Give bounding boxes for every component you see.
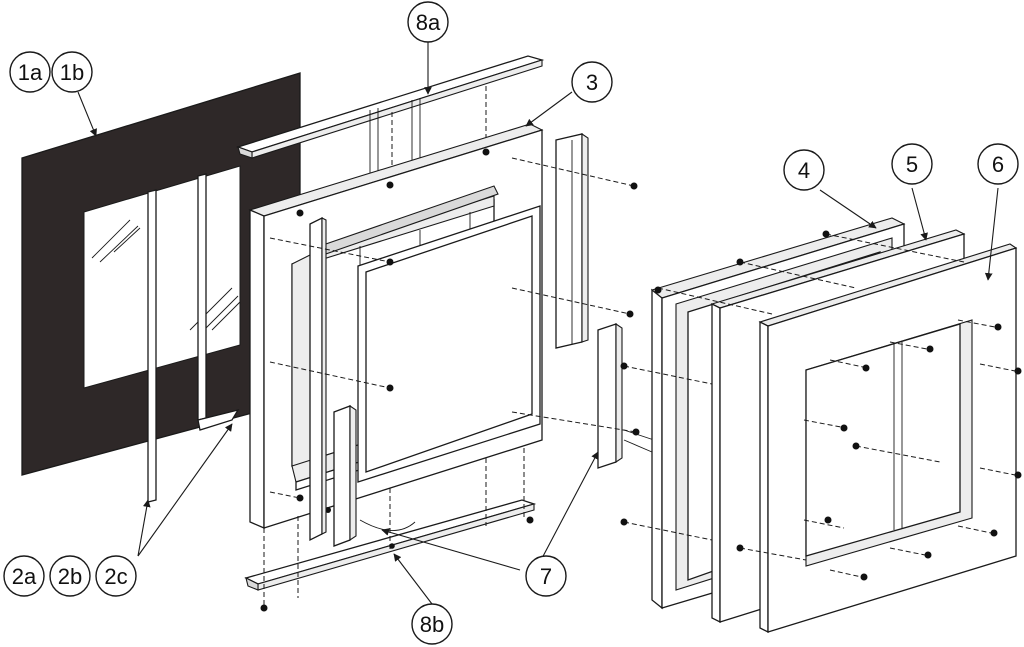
label-2c: 2c <box>95 555 137 597</box>
front-cover-part-6 <box>758 243 1018 634</box>
fasteners <box>269 157 1022 581</box>
label-1b-text: 1b <box>60 60 84 85</box>
main-frame-part-3 <box>248 123 544 529</box>
label-7-text: 7 <box>540 564 552 589</box>
label-5-text: 5 <box>906 152 918 177</box>
vertical-brackets-part-7 <box>309 132 655 547</box>
label-6: 6 <box>977 143 1019 185</box>
label-1a: 1a <box>9 51 51 93</box>
label-2c-text: 2c <box>104 564 127 589</box>
seal-profiles-part-2 <box>147 173 240 503</box>
label-3: 3 <box>571 61 613 103</box>
label-8b-text: 8b <box>420 612 444 637</box>
label-8b: 8b <box>411 603 453 645</box>
label-8a-text: 8a <box>416 10 441 35</box>
label-2a-text: 2a <box>12 564 37 589</box>
bottom-channel-part-8b <box>244 448 537 612</box>
label-1a-text: 1a <box>18 60 43 85</box>
label-5: 5 <box>891 143 933 185</box>
label-1b: 1b <box>51 51 93 93</box>
label-4-text: 4 <box>798 158 810 183</box>
top-channel-part-8a <box>235 55 545 185</box>
label-6-text: 6 <box>992 152 1004 177</box>
label-4: 4 <box>783 149 825 191</box>
label-3-text: 3 <box>586 70 598 95</box>
label-8a: 8a <box>407 1 449 43</box>
label-2a: 2a <box>3 555 45 597</box>
label-7: 7 <box>525 555 567 597</box>
label-2b-text: 2b <box>58 564 82 589</box>
label-2b: 2b <box>49 555 91 597</box>
glass-reflection-marks <box>91 219 241 337</box>
leader-lines <box>77 42 999 605</box>
